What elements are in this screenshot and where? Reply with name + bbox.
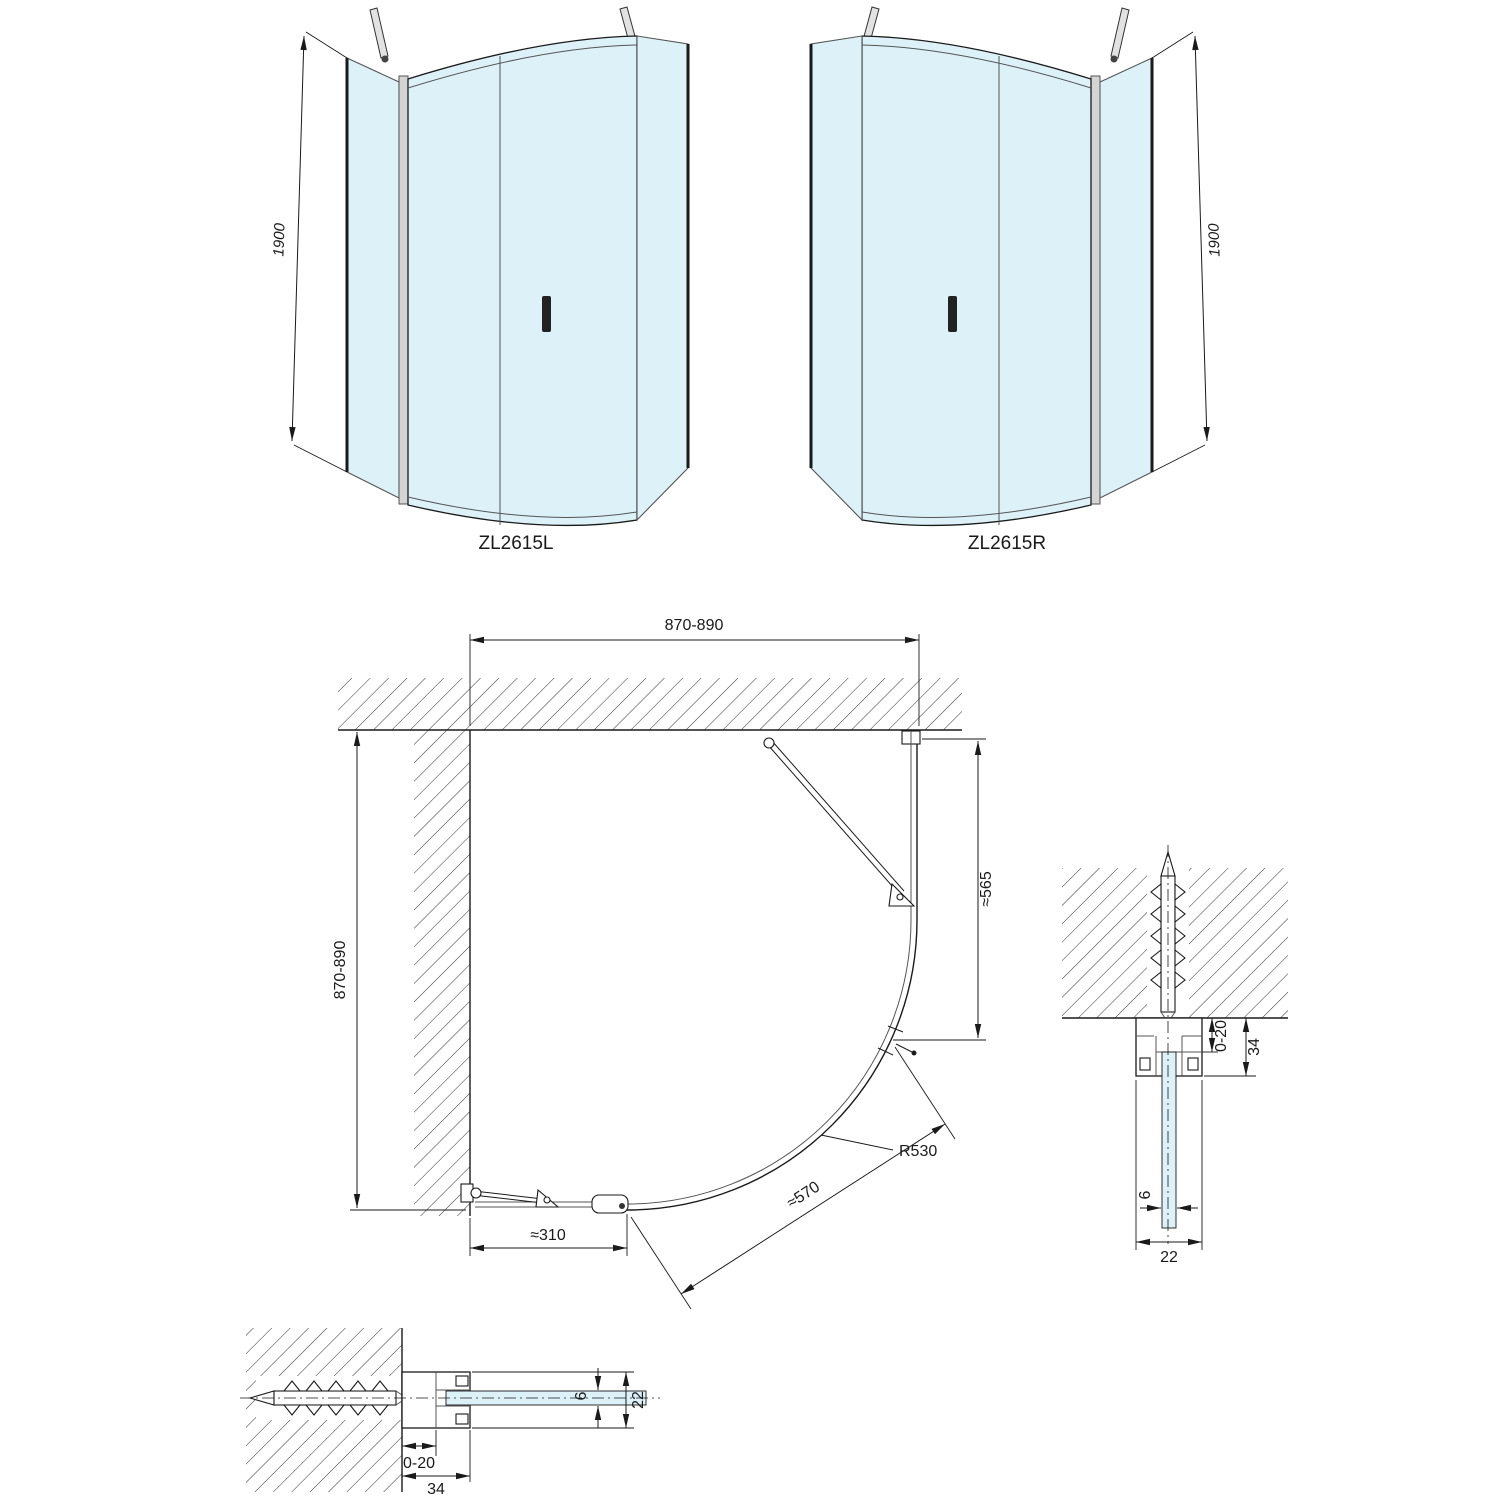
extension-line — [630, 1216, 692, 1310]
wall-profile-detail-right: 0-20 34 6 22 — [1062, 845, 1288, 1266]
dim-profile-width: 22 — [630, 1391, 647, 1409]
dim-bottom: ≈310 — [530, 1227, 566, 1244]
profile-channel — [455, 1413, 469, 1425]
screw-taper — [395, 1390, 403, 1396]
extension-line — [293, 444, 348, 473]
profile-channel — [1139, 1057, 1151, 1071]
extension-line — [305, 31, 348, 59]
side-glass-panel — [810, 35, 863, 522]
mounting-rod-icon — [1110, 7, 1130, 59]
dim-adjust: 0-20 — [403, 1455, 435, 1472]
door-knob-icon — [911, 1050, 917, 1056]
pivot-dot-icon — [619, 1203, 625, 1209]
dim-radius: R530 — [899, 1143, 937, 1160]
door-handle — [542, 296, 551, 332]
hinge-tick — [887, 1025, 904, 1033]
screw-taper — [1170, 1011, 1176, 1019]
brace-line — [472, 1194, 543, 1204]
glass-arc-inner — [626, 919, 912, 1205]
extension-line — [1151, 31, 1194, 59]
top-frame-line — [861, 44, 1092, 89]
anchor-ribs-icon — [282, 1380, 390, 1416]
anchor-ribs-icon — [1150, 882, 1186, 990]
front-view-left: 1900 ZL2615L — [270, 6, 690, 554]
dim-side: ≈565 — [978, 871, 995, 907]
dim-plan-depth: 870-890 — [332, 941, 349, 1000]
front-view-right: 1900 ZL2615R — [809, 6, 1224, 554]
dim-door: ≈570 — [784, 1178, 823, 1212]
mounting-rod-icon — [369, 7, 389, 59]
side-glass-panel — [636, 35, 689, 522]
glass-section — [1161, 1051, 1177, 1229]
top-frame-line — [407, 44, 638, 89]
pivot-dot-icon — [543, 1196, 551, 1204]
dim-profile-depth: 34 — [427, 1481, 445, 1498]
wall-hatch-left — [414, 730, 470, 1216]
model-label-left: ZL2615L — [478, 533, 553, 554]
bottom-frame-line — [861, 496, 1092, 518]
plan-view: 870-890 870-890 — [332, 617, 995, 1310]
dim-line-height — [1192, 35, 1210, 442]
front-glass-panel — [861, 35, 1092, 527]
dim-glass: 6 — [1137, 1190, 1154, 1199]
extension-line — [1151, 444, 1206, 473]
dim-line-door — [680, 1123, 946, 1295]
dim-plan-width: 870-890 — [665, 617, 724, 634]
bottom-frame-line — [407, 496, 638, 518]
side-glass-panel — [1099, 57, 1153, 499]
hinge-tick — [877, 1047, 894, 1056]
door-open-line — [771, 740, 905, 892]
vertical-profile — [398, 75, 409, 505]
dim-line-height — [289, 35, 307, 442]
rod-clamp-icon — [381, 55, 389, 63]
glass-arc-outer — [626, 919, 918, 1211]
pivot-dot-icon — [470, 1187, 482, 1199]
wall-hatch-top — [338, 678, 962, 730]
model-label-right: ZL2615R — [968, 533, 1046, 554]
pivot-dot-icon — [763, 737, 775, 749]
extension-line — [894, 1046, 956, 1140]
brace-line — [473, 1190, 544, 1200]
screw-taper — [1160, 1011, 1166, 1019]
dim-profile-depth: 34 — [1246, 1038, 1263, 1056]
door-open-line — [767, 744, 901, 896]
vertical-profile — [1090, 75, 1101, 505]
wall-profile-detail-bottom: 0-20 34 6 22 — [240, 1328, 660, 1498]
profile-channel — [455, 1375, 469, 1387]
front-glass-panel — [407, 35, 638, 527]
dim-adjust: 0-20 — [1213, 1020, 1230, 1052]
door-stop-bracket — [591, 1194, 629, 1214]
dim-height-right: 1900 — [1205, 223, 1223, 258]
door-knob-icon — [895, 1043, 913, 1053]
pivot-dot-icon — [896, 893, 904, 901]
door-handle — [948, 296, 957, 332]
dim-height-left: 1900 — [270, 222, 288, 257]
side-glass-panel — [346, 57, 400, 499]
profile-channel — [1187, 1057, 1199, 1071]
rod-clamp-icon — [1110, 55, 1118, 63]
radius-leader — [820, 1134, 894, 1151]
dim-profile-width: 22 — [1160, 1249, 1178, 1266]
dim-glass: 6 — [573, 1391, 590, 1400]
screw-taper — [395, 1400, 403, 1406]
